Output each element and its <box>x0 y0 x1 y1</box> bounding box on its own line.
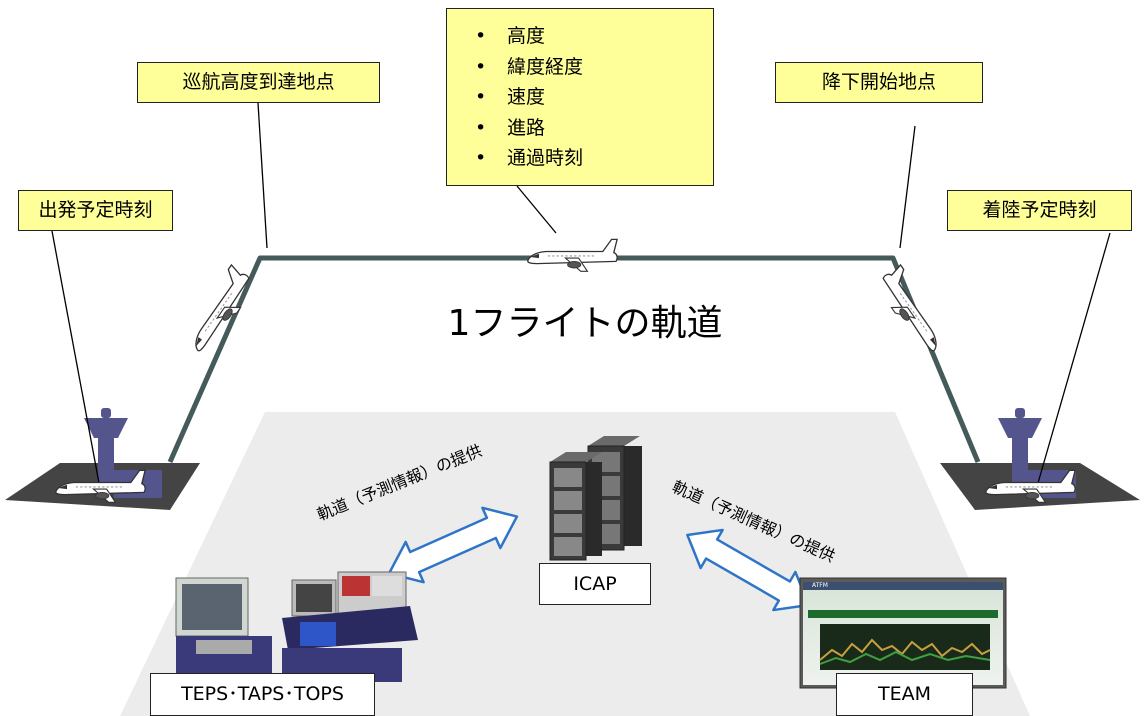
arrival-time-label: 着陸予定時刻 <box>947 190 1132 231</box>
arrow-left <box>387 506 519 584</box>
airplane-cruise <box>527 238 618 272</box>
info-item-passing-time: 通過時刻 <box>473 143 713 174</box>
info-item-latlon: 緯度経度 <box>473 52 713 83</box>
diagram-caption: 1フライトの軌道 <box>447 303 723 344</box>
teps-taps-tops-label: TEPS･TAPS･TOPS <box>150 673 375 716</box>
teps-consoles <box>175 571 418 684</box>
airplane-climb <box>179 264 259 358</box>
info-item-altitude: 高度 <box>473 21 713 52</box>
team-screen-title: ATFM <box>812 582 828 589</box>
departure-time-label: 出発予定時刻 <box>18 190 173 231</box>
descent-start-point-label: 降下開始地点 <box>775 62 983 103</box>
info-item-heading: 進路 <box>473 113 713 144</box>
info-item-speed: 速度 <box>473 82 713 113</box>
airplane-descent <box>873 264 953 358</box>
trajectory-info-box: 高度 緯度経度 速度 進路 通過時刻 <box>446 8 714 186</box>
team-monitor <box>799 577 1007 689</box>
team-label: TEAM <box>836 673 973 716</box>
icap-servers <box>549 436 642 561</box>
leader-lines <box>51 102 1111 484</box>
cruise-altitude-point-label: 巡航高度到達地点 <box>137 62 380 103</box>
icap-label: ICAP <box>539 563 651 605</box>
